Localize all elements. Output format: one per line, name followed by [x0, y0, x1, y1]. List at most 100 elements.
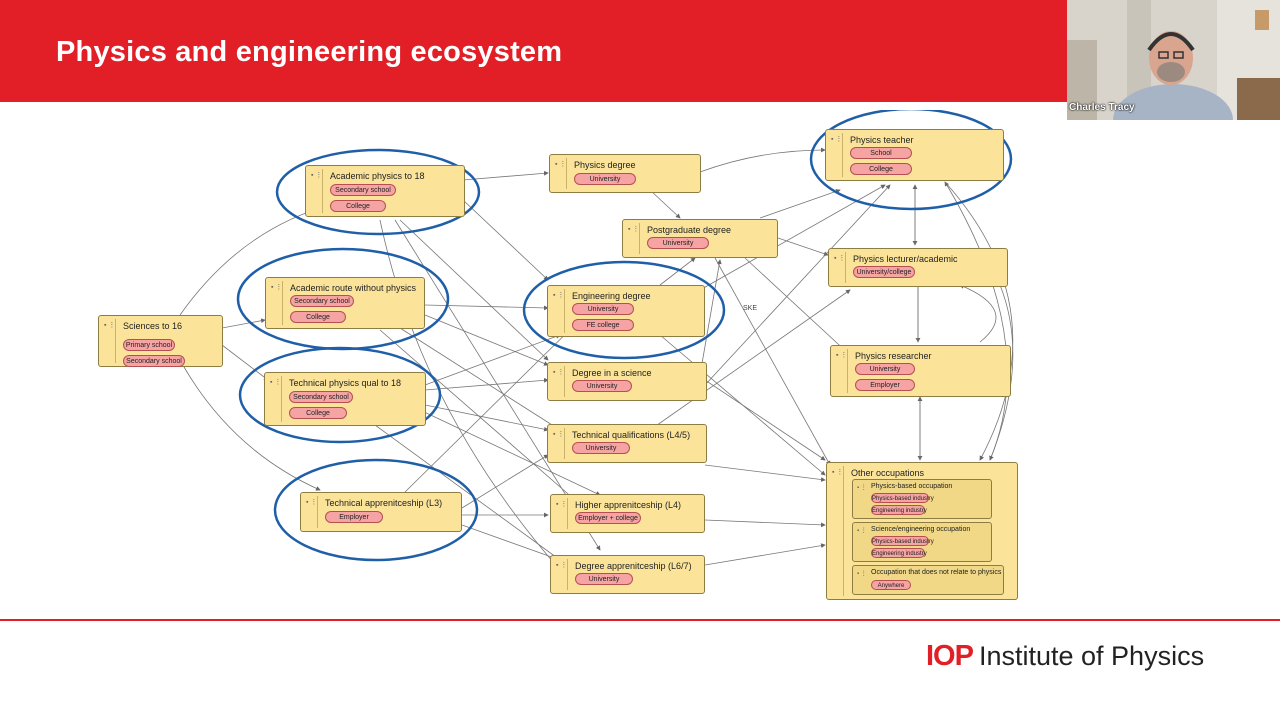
- node-label: Technical physics qual to 18: [289, 378, 401, 388]
- node-physics-lecturer[interactable]: ▪ ⋮ Physics lecturer/academic University…: [828, 248, 1008, 287]
- edge: [650, 190, 680, 218]
- tag: University/college: [853, 266, 915, 278]
- grip-icon: ▪ ⋮: [271, 284, 282, 291]
- edge: [425, 405, 548, 430]
- tag: University: [574, 173, 636, 185]
- grip-icon: ▪ ⋮: [831, 136, 842, 143]
- edge: [660, 258, 695, 285]
- grip-icon: ▪ ⋮: [556, 501, 567, 508]
- tag: Secondary school: [330, 184, 396, 196]
- edge: [700, 150, 825, 172]
- tag: School: [850, 147, 912, 159]
- node-degree-in-science[interactable]: ▪ ⋮ Degree in a science University: [547, 362, 707, 401]
- tag: Secondary school: [123, 355, 185, 367]
- node-label: Degree apprenitceship (L6/7): [575, 561, 692, 571]
- edge: [705, 380, 825, 460]
- tag: University: [572, 380, 632, 392]
- node-physics-degree[interactable]: ▪ ⋮ Physics degree University: [549, 154, 701, 193]
- node-higher-apprenticeship[interactable]: ▪ ⋮ Higher apprenitceship (L4) Employer …: [550, 494, 705, 533]
- edge: [705, 465, 825, 480]
- edge-label-ske: SKE: [743, 305, 757, 312]
- node-label: Academic physics to 18: [330, 171, 425, 181]
- node-label: Physics lecturer/academic: [853, 254, 958, 264]
- sub-node-label: Physics-based occupation: [871, 483, 952, 490]
- node-technical-qualifications[interactable]: ▪ ⋮ Technical qualifications (L4/5) Univ…: [547, 424, 707, 463]
- node-label: Academic route without physics: [290, 283, 416, 293]
- edge: [405, 310, 590, 492]
- grip-icon: ▪ ⋮: [628, 226, 639, 233]
- tag: University: [855, 363, 915, 375]
- logo-mark: IOP: [926, 640, 973, 672]
- tag: Anywhere: [871, 580, 911, 590]
- tag: Employer: [855, 379, 915, 391]
- node-technical-apprenticeship[interactable]: ▪ ⋮ Technical apprenitceship (L3) Employ…: [300, 492, 462, 532]
- grip-icon: ▪ ⋮: [555, 161, 566, 168]
- node-label: Physics teacher: [850, 135, 914, 145]
- sub-node-not-related[interactable]: ▪ ⋮ Occupation that does not relate to p…: [852, 565, 1004, 595]
- tag: Engineering industry: [871, 505, 925, 515]
- node-sciences-to-16[interactable]: ▪ ⋮ Sciences to 16 Primary school Second…: [98, 315, 223, 367]
- edge: [945, 182, 1007, 460]
- node-label: Technical qualifications (L4/5): [572, 430, 690, 440]
- tag: College: [850, 163, 912, 175]
- tag: Secondary school: [290, 295, 354, 307]
- node-academic-route-without-physics[interactable]: ▪ ⋮ Academic route without physics Secon…: [265, 277, 425, 329]
- grip-icon: ▪ ⋮: [311, 172, 322, 179]
- node-other-occupations[interactable]: ▪ ⋮ Other occupations ▪ ⋮ Physics-based …: [826, 462, 1018, 600]
- edge: [715, 258, 830, 465]
- grip-icon: ▪ ⋮: [270, 379, 281, 386]
- edge: [222, 345, 268, 380]
- grip-icon: ▪ ⋮: [857, 528, 867, 535]
- edge: [463, 200, 548, 280]
- tag: University: [572, 442, 630, 454]
- node-engineering-degree[interactable]: ▪ ⋮ Engineering degree University FE col…: [547, 285, 705, 337]
- node-postgraduate-degree[interactable]: ▪ ⋮ Postgraduate degree University: [622, 219, 778, 258]
- tag: College: [290, 311, 346, 323]
- logo-text: Institute of Physics: [979, 641, 1204, 671]
- footer-divider: [0, 619, 1280, 621]
- tag: Employer: [325, 511, 383, 523]
- edge: [960, 285, 996, 342]
- tag: University: [647, 237, 709, 249]
- tag: Employer + college: [575, 512, 641, 524]
- edge: [705, 545, 825, 565]
- node-degree-apprenticeship[interactable]: ▪ ⋮ Degree apprenitceship (L6/7) Univers…: [550, 555, 705, 594]
- grip-icon: ▪ ⋮: [834, 255, 845, 262]
- sub-node-physics-based[interactable]: ▪ ⋮ Physics-based occupation Physics-bas…: [852, 479, 992, 519]
- tag: Physics-based industry: [871, 493, 929, 503]
- node-physics-teacher[interactable]: ▪ ⋮ Physics teacher School College: [825, 129, 1004, 181]
- grip-icon: ▪ ⋮: [104, 322, 115, 329]
- edge: [778, 238, 828, 255]
- node-label: Physics degree: [574, 160, 636, 170]
- node-label: Higher apprenitceship (L4): [575, 500, 681, 510]
- tag: Engineering industry: [871, 548, 925, 558]
- ecosystem-diagram: SKE ▪ ⋮ Sciences to 16 Primary school Se…: [0, 110, 1280, 610]
- grip-icon: ▪ ⋮: [553, 369, 564, 376]
- edge: [462, 525, 560, 560]
- tag: College: [330, 200, 386, 212]
- grip-icon: ▪ ⋮: [553, 292, 564, 299]
- node-label: Postgraduate degree: [647, 225, 731, 235]
- tag: Physics-based industry: [871, 536, 929, 546]
- node-label: Engineering degree: [572, 291, 651, 301]
- webcam-tile: Charles Tracy: [1067, 0, 1280, 120]
- tag: FE college: [572, 319, 634, 331]
- node-label: Technical apprenitceship (L3): [325, 498, 442, 508]
- grip-icon: ▪ ⋮: [306, 499, 317, 506]
- node-academic-physics-18[interactable]: ▪ ⋮ Academic physics to 18 Secondary sch…: [305, 165, 465, 217]
- tag: University: [572, 303, 634, 315]
- slide-title: Physics and engineering ecosystem: [56, 36, 562, 69]
- node-physics-researcher[interactable]: ▪ ⋮ Physics researcher University Employ…: [830, 345, 1011, 397]
- sub-node-label: Occupation that does not relate to physi…: [871, 569, 1001, 576]
- sub-node-science-engineering[interactable]: ▪ ⋮ Science/engineering occupation Physi…: [852, 522, 992, 562]
- tag: University: [575, 573, 633, 585]
- node-label: Physics researcher: [855, 351, 932, 361]
- edge: [425, 305, 548, 308]
- tag: Secondary school: [289, 391, 353, 403]
- grip-icon: ▪ ⋮: [832, 469, 843, 476]
- grip-icon: ▪ ⋮: [836, 352, 847, 359]
- edge: [760, 190, 840, 218]
- slide-header: Physics and engineering ecosystem: [0, 0, 1067, 102]
- node-technical-physics-qual-18[interactable]: ▪ ⋮ Technical physics qual to 18 Seconda…: [264, 372, 426, 426]
